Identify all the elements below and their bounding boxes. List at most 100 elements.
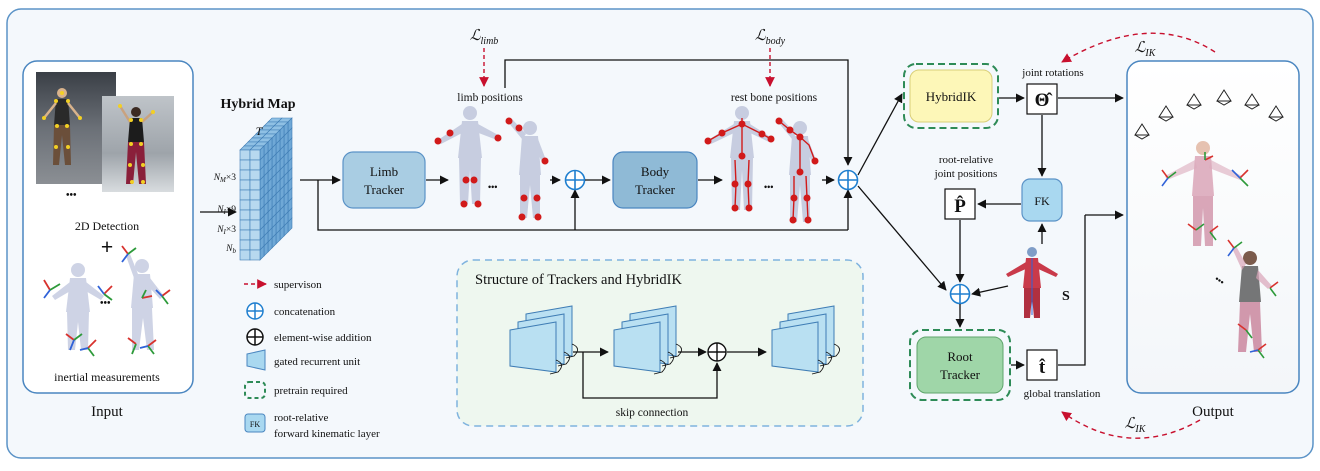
person-photo-front: [118, 104, 155, 184]
fk-label: FK: [1034, 194, 1050, 208]
shape-symbol: S: [1062, 289, 1070, 304]
fk-block: FK: [1021, 178, 1063, 222]
cube-cell: [239, 219, 251, 231]
hybrid-map-label-nm: NM×3: [213, 173, 237, 184]
camera-icon: [1216, 89, 1232, 106]
limb-tracker-line2: Tracker: [364, 182, 405, 197]
svg-text:FK: FK: [250, 420, 260, 429]
camera-icon: [1186, 93, 1202, 110]
arrow-concat2-to-concat3: [857, 185, 947, 291]
gru-recurrent-loop: [669, 343, 682, 359]
loss-ik-bottom: ℒIK: [1125, 416, 1147, 435]
cube-cell: [239, 239, 251, 251]
legend-concat-icon: [246, 302, 264, 320]
cube-cell: [249, 149, 261, 161]
cube-cell: [239, 249, 251, 261]
cube-cell: [249, 249, 261, 261]
legend-fk-line2: forward kinematic layer: [274, 428, 380, 440]
legend-pretrain-icon: [244, 381, 266, 399]
gru-recurrent-loop: [811, 359, 824, 375]
legend-fk-icon: FK: [244, 413, 266, 433]
cube-cell: [249, 169, 261, 181]
output-title: Output: [1192, 404, 1235, 420]
cube-cell: [249, 189, 261, 201]
struct-skip-line: [582, 352, 722, 399]
skip-connection-label: skip connection: [616, 407, 689, 419]
arrow-concat2-to-hybridik: [857, 93, 903, 176]
detection-label: 2D Detection: [75, 219, 139, 233]
limb-tracker: Limb Tracker: [342, 151, 426, 209]
root-relative-label-1: root-relative: [939, 154, 993, 166]
input-title: Input: [91, 404, 123, 420]
camera-icon: [1244, 93, 1260, 110]
hybrid-map-label-ni3: NI×3: [216, 225, 236, 236]
cube-cell: [249, 229, 261, 241]
loss-body: ℒbody: [755, 28, 786, 47]
loss-ik-bottom-arrow: [1061, 411, 1201, 439]
gru-recurrent-loop: [557, 351, 570, 367]
hybrid-map-cube: [239, 117, 293, 261]
gru-recurrent-loop: [661, 351, 674, 367]
gru-unit: [771, 321, 819, 373]
hybrid-map-title: Hybrid Map: [220, 97, 295, 112]
output-panel: ••• Output: [1126, 60, 1300, 420]
gru-recurrent-loop: [653, 359, 666, 375]
structure-inset: Structure of Trackers and HybridIK skip …: [456, 259, 864, 427]
cube-cell: [239, 209, 251, 221]
limb-positions-label: limb positions: [457, 92, 523, 104]
concat-node-3: [949, 283, 971, 305]
root-tracker-line2: Tracker: [940, 367, 981, 382]
imu-label: inertial measurements: [54, 370, 160, 384]
skip-line-bottom: [317, 180, 848, 231]
theta-box: Θ̂: [1026, 83, 1058, 115]
legend-concatenation: concatenation: [274, 306, 336, 318]
gru-recurrent-loop: [819, 351, 832, 367]
legend-addition-icon: [246, 328, 264, 346]
limb-joints: [434, 117, 549, 221]
t-to-output-line: [1058, 215, 1086, 366]
cube-cell: [239, 189, 251, 201]
limb-to-final-concat-line: [504, 59, 853, 166]
root-tracker-line1: Root: [947, 349, 973, 364]
person-photo-back: [42, 88, 82, 165]
limb-mannequins: [438, 106, 546, 218]
imu-axes: [43, 245, 171, 357]
legend-supervision: supervison: [274, 279, 322, 291]
cube-cell: [239, 159, 251, 171]
p-symbol: P̂: [954, 196, 966, 217]
output-person-1: [1165, 141, 1242, 246]
hybrid-map: Hybrid Map T NM×3 NI×9 NI×3 Nb: [213, 97, 296, 261]
loss-ik-top-arrow: [1061, 32, 1216, 63]
plus-sign: +: [101, 234, 114, 259]
gru-recurrent-loop: [827, 343, 840, 359]
output-ellipsis: •••: [1213, 274, 1226, 288]
legend-gru: gated recurrent unit: [274, 356, 360, 368]
gru-recurrent-loop: [565, 343, 578, 359]
input-ellipsis: •••: [66, 190, 77, 201]
p-box: P̂: [944, 188, 976, 220]
cube-cell: [239, 199, 251, 211]
imu-mannequin-left: [52, 263, 104, 350]
theta-symbol: Θ̂: [1035, 90, 1053, 111]
concat-node-1: [564, 169, 586, 191]
cube-cell: [249, 179, 261, 191]
gru-unit: [613, 321, 661, 373]
input-ellipsis-2: •••: [100, 298, 111, 309]
legend: supervison concatenation element-wise ad…: [244, 279, 380, 440]
legend-addition: element-wise addition: [274, 332, 372, 344]
struct-addition-node: [707, 342, 727, 362]
body-tracker-line1: Body: [641, 164, 670, 179]
legend-fk-line1: root-relative: [274, 412, 328, 424]
global-translation-label: global translation: [1024, 388, 1101, 400]
cube-cell: [249, 199, 261, 211]
body-tracker: Body Tracker: [612, 151, 698, 209]
camera-icon: [1134, 123, 1150, 140]
hybrid-map-label-ni9: NI×9: [216, 205, 236, 216]
cube-cell: [239, 169, 251, 181]
camera-icon: [1158, 105, 1174, 122]
root-tracker: Root Tracker: [909, 329, 1011, 401]
structure-title: Structure of Trackers and HybridIK: [475, 272, 683, 288]
concat-node-2: [837, 169, 859, 191]
